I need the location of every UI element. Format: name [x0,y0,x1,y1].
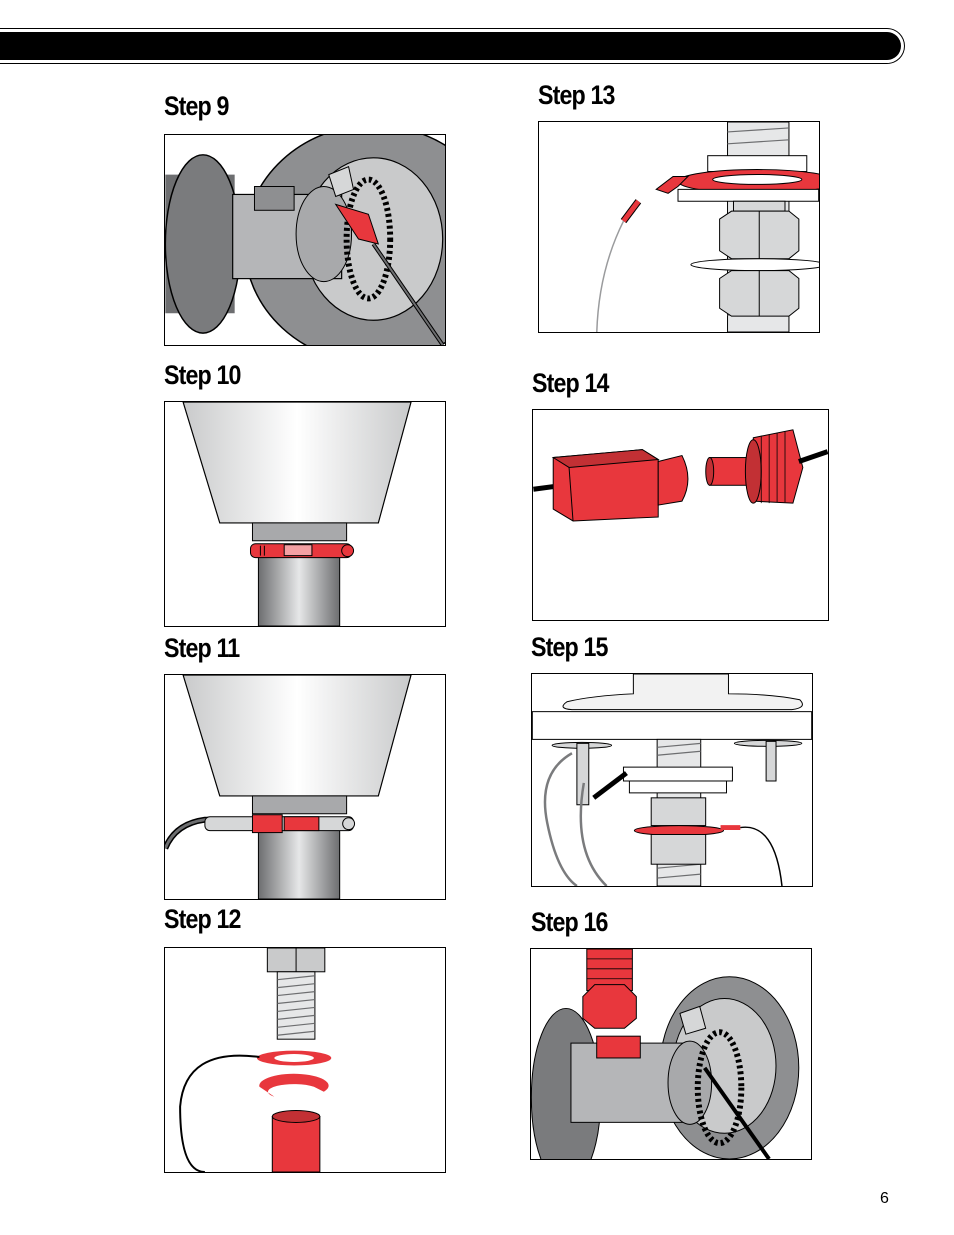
page-number: 6 [880,1190,889,1207]
clamp-tightened-icon [165,675,412,899]
step-15-illustration [531,673,813,887]
step-10-label: Step 10 [164,360,241,390]
header-bar [0,28,905,64]
step-12-label: Step 12 [164,904,241,934]
step-16-label: Step 16 [531,907,608,937]
step-11-label: Step 11 [164,633,240,663]
step-14-label: Step 14 [532,368,609,398]
step-11-illustration [164,674,446,900]
disposer-clamp-icon [182,402,412,626]
step-9-label: Step 9 [164,91,229,121]
step-13-label: Step 13 [538,80,615,110]
washer-nut-icon [179,948,333,1172]
step-16-illustration [530,948,812,1160]
valve-clamp-icon [165,135,445,345]
sink-mount-icon [532,674,812,886]
flange-gasket-icon [596,122,819,332]
step-14-illustration [532,409,829,621]
supply-valve-icon [531,949,800,1159]
step-9-illustration [164,134,446,346]
step-13-illustration [538,121,820,333]
step-10-illustration [164,401,446,627]
step-15-label: Step 15 [531,632,608,662]
step-12-illustration [164,947,446,1173]
connector-plug-icon [533,429,828,522]
